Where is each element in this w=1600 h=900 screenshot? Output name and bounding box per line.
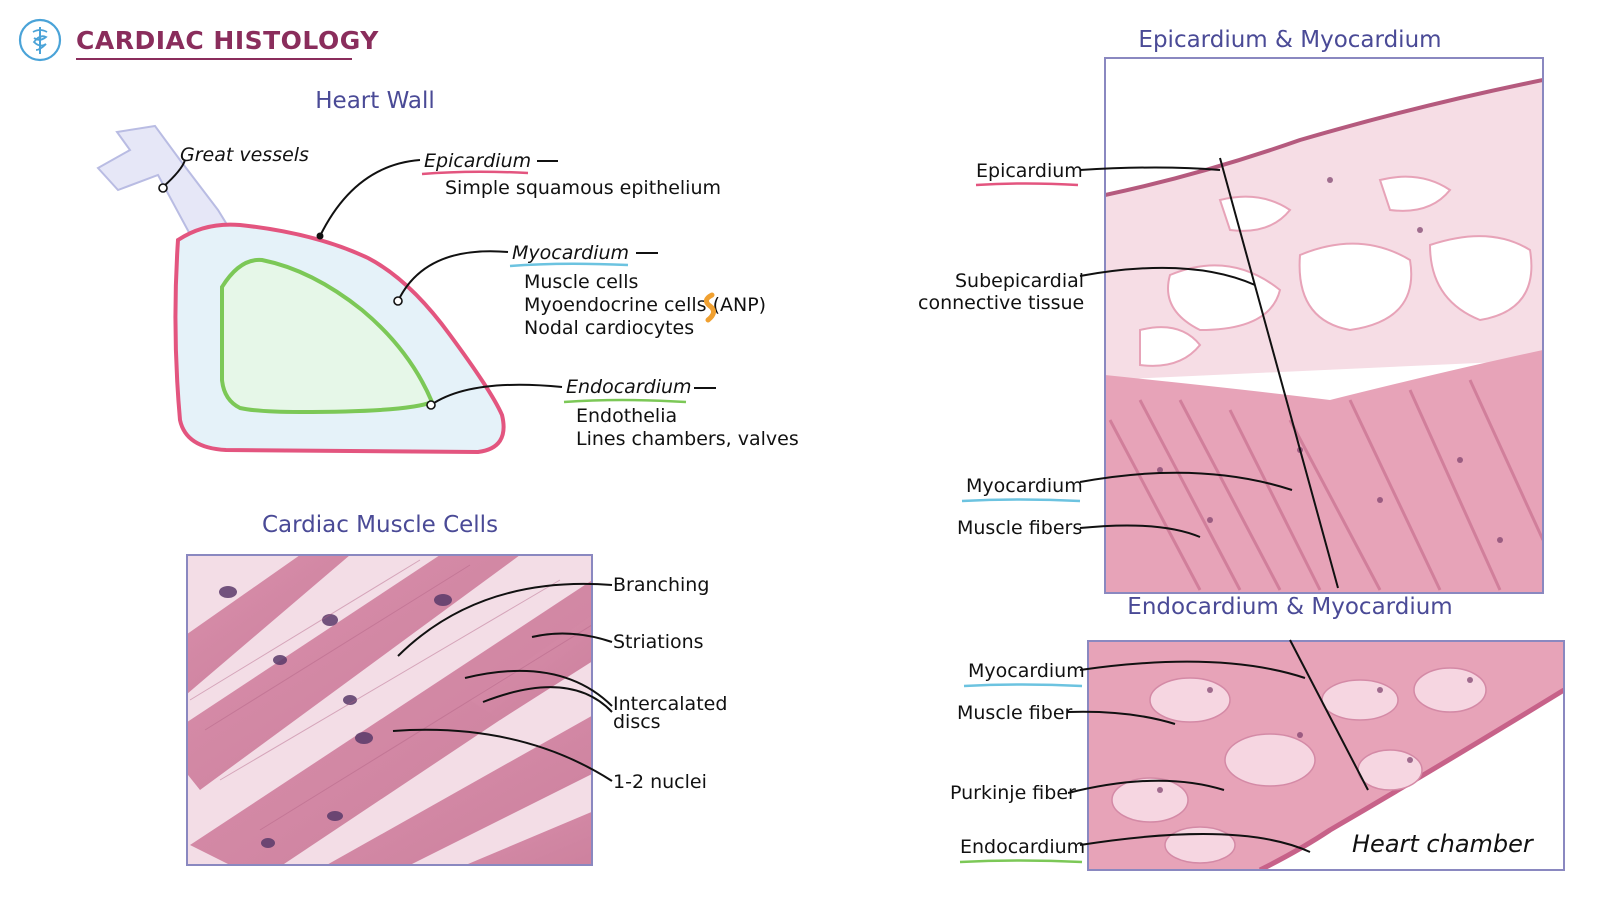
endo-myo-title: Endocardium & Myocardium (1127, 594, 1453, 620)
myocardium-desc-3: Nodal cardiocytes (524, 317, 694, 339)
heart-wall-title: Heart Wall (315, 88, 435, 114)
muscle-tissue-image (187, 555, 592, 865)
label-branching: Branching (613, 574, 709, 596)
endo-label-muscle-fiber: Muscle fiber (957, 702, 1073, 724)
epicardium-label: Epicardium (424, 150, 531, 172)
cardiac-muscle-title: Cardiac Muscle Cells (261, 512, 499, 538)
myocardium-desc-anp: ANP) (720, 294, 766, 316)
label-intercalated-1: Intercalated (613, 693, 727, 715)
epi-label-subepi-2: connective tissue (918, 292, 1084, 314)
epicardium-desc: Simple squamous epithelium (445, 177, 721, 199)
title-underline (76, 58, 352, 60)
epi-myo-title: Epicardium & Myocardium (1138, 27, 1442, 53)
great-vessels-label: Great vessels (180, 144, 309, 166)
label-nuclei: 1-2 nuclei (613, 771, 707, 793)
epi-myo-tissue-image (1105, 58, 1543, 593)
page-title: CARDIAC HISTOLOGY (76, 26, 379, 55)
epi-label-myocardium: Myocardium (966, 475, 1083, 497)
label-intercalated-2: discs (613, 711, 661, 733)
myocardium-desc-2: Myoendocrine cells ( (524, 294, 720, 316)
endocardium-desc-2: Lines chambers, valves (576, 428, 799, 450)
heart-chamber-label: Heart chamber (1352, 830, 1535, 858)
epi-label-epicardium: Epicardium (976, 160, 1083, 182)
myocardium-desc-1: Muscle cells (524, 271, 638, 293)
endocardium-label: Endocardium (566, 376, 692, 398)
caduceus-icon (18, 18, 62, 62)
endo-myo-tissue-image (1088, 641, 1564, 870)
label-striations: Striations (613, 631, 704, 653)
epi-label-muscle-fibers: Muscle fibers (957, 517, 1082, 539)
endocardium-desc-1: Endothelia (576, 405, 677, 427)
endo-label-purkinje: Purkinje fiber (950, 782, 1076, 804)
myocardium-label: Myocardium (512, 242, 629, 264)
endo-label-endocardium: Endocardium (960, 836, 1085, 858)
endo-label-myocardium: Myocardium (968, 660, 1085, 682)
hormone-icon (704, 292, 716, 323)
epi-label-subepi-1: Subepicardial (955, 270, 1084, 292)
